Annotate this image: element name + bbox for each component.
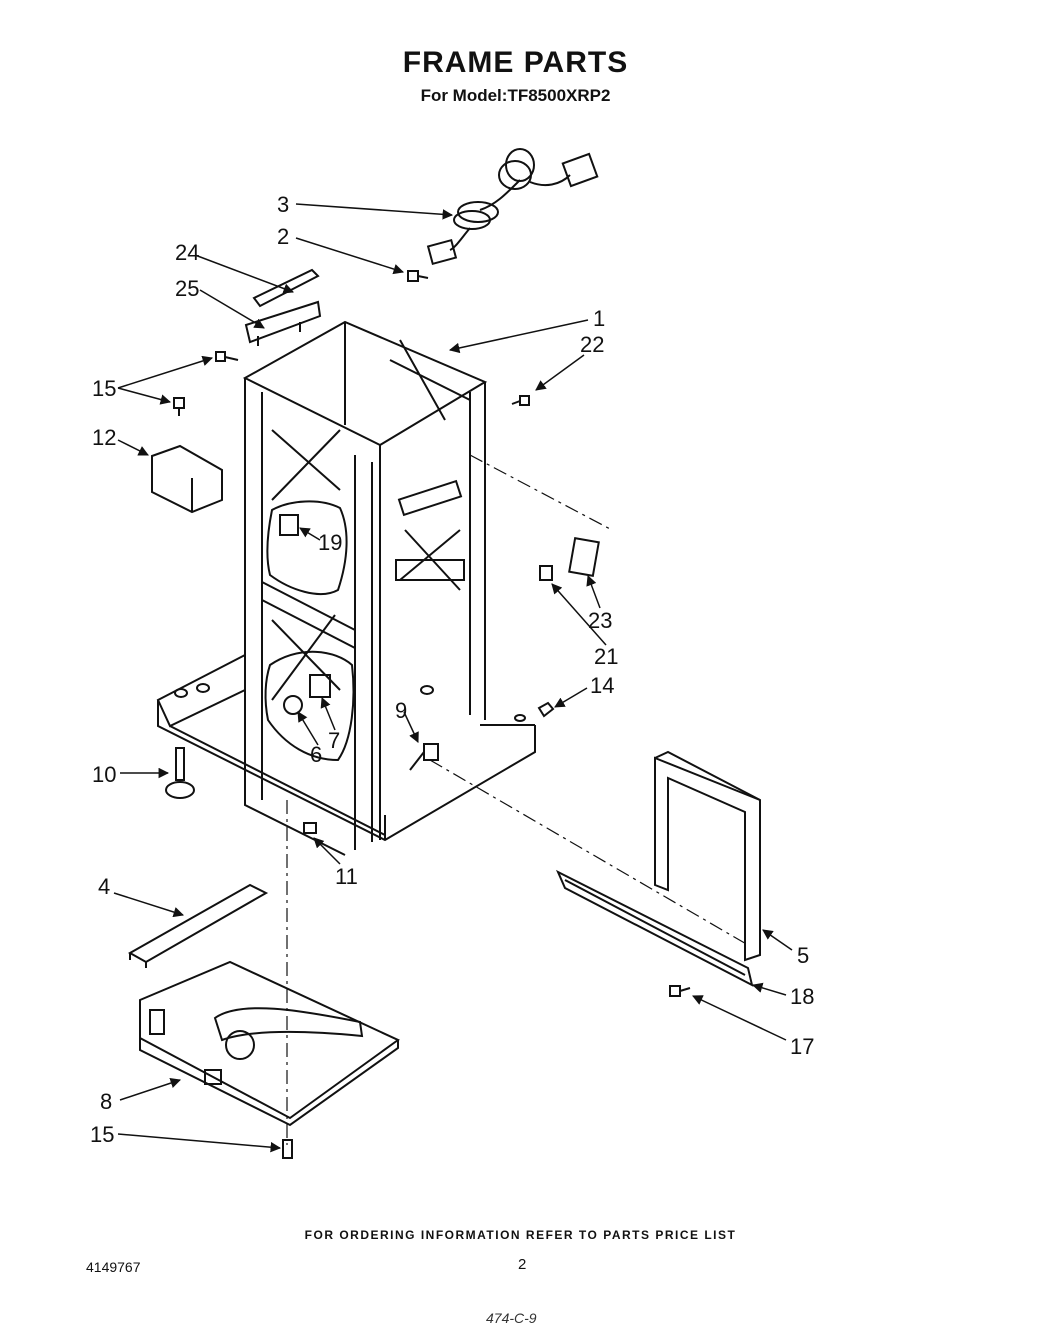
trim-strip-part-24 — [252, 268, 320, 308]
callout-18: 18 — [790, 984, 814, 1009]
callout-2: 2 — [277, 224, 289, 249]
callout-15-a: 15 — [92, 376, 116, 401]
cover-part-12 — [151, 444, 223, 514]
panel-part-5 — [654, 750, 761, 962]
callout-4: 4 — [98, 874, 110, 899]
frame-tower-part — [242, 320, 488, 856]
callout-8: 8 — [100, 1089, 112, 1114]
callout-24: 24 — [175, 240, 199, 265]
model-subtitle: For Model:TF8500XRP2 — [420, 86, 611, 105]
page-title: FRAME PARTS — [402, 46, 629, 79]
callout-11: 11 — [335, 864, 358, 889]
rail-part-18 — [555, 869, 754, 987]
insulation-strip-part-4 — [127, 883, 269, 968]
callout-9: 9 — [395, 698, 407, 723]
callout-21: 21 — [594, 644, 618, 669]
callout-3: 3 — [277, 192, 289, 217]
document-number: 4149767 — [86, 1259, 141, 1275]
alignment-lines — [286, 454, 749, 1145]
switch-part-23 — [539, 537, 600, 581]
cutaway-detail-19 — [266, 500, 348, 595]
leader-lines — [113, 203, 793, 1153]
screw-part-15-bottom — [282, 1139, 293, 1159]
callout-14: 14 — [590, 673, 614, 698]
bracket-part-25 — [244, 300, 322, 346]
callout-6: 6 — [310, 742, 322, 767]
callout-7: 7 — [328, 728, 340, 753]
small-screws — [165, 351, 555, 834]
callout-23: 23 — [588, 608, 612, 633]
callout-5: 5 — [797, 943, 809, 968]
callout-10: 10 — [92, 762, 116, 787]
bottom-tray-part-8 — [139, 960, 400, 1127]
power-cord-part — [426, 148, 599, 266]
ordering-info-note: FOR ORDERING INFORMATION REFER TO PARTS … — [304, 1228, 737, 1242]
callout-15-c: 15 — [90, 1122, 114, 1147]
callout-22: 22 — [580, 332, 604, 357]
screw-part-17 — [669, 985, 691, 997]
reference-mark: 474-C-9 — [486, 1310, 537, 1326]
cutaway-detail-6-7 — [264, 650, 355, 762]
callout-1: 1 — [593, 306, 605, 331]
callout-17: 17 — [790, 1034, 814, 1059]
callout-25: 25 — [175, 276, 199, 301]
callout-labels: 3 2 24 25 1 22 15 15 12 19 23 21 14 10 9… — [90, 192, 814, 1147]
base-pan-part — [156, 653, 536, 842]
page-number: 2 — [518, 1256, 527, 1273]
callout-19: 19 — [318, 530, 342, 555]
callout-12: 12 — [92, 425, 116, 450]
screw-part-2 — [407, 270, 429, 282]
